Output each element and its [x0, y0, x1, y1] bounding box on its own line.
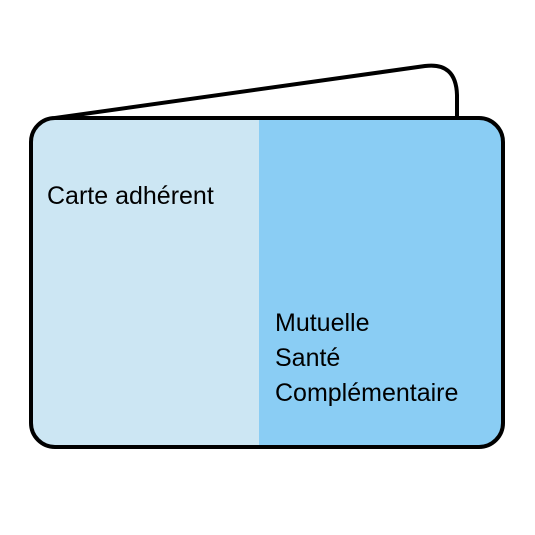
card-right-panel: [259, 118, 503, 447]
card-right-line-3: Complémentaire: [275, 379, 458, 407]
card-right-line-1: Mutuelle: [275, 309, 370, 337]
card-outline: [29, 116, 505, 449]
card-back-flap: [54, 63, 459, 120]
card-left-panel: [31, 118, 259, 447]
card-left-label: Carte adhérent: [47, 182, 214, 210]
card-right-line-2: Santé: [275, 344, 340, 372]
